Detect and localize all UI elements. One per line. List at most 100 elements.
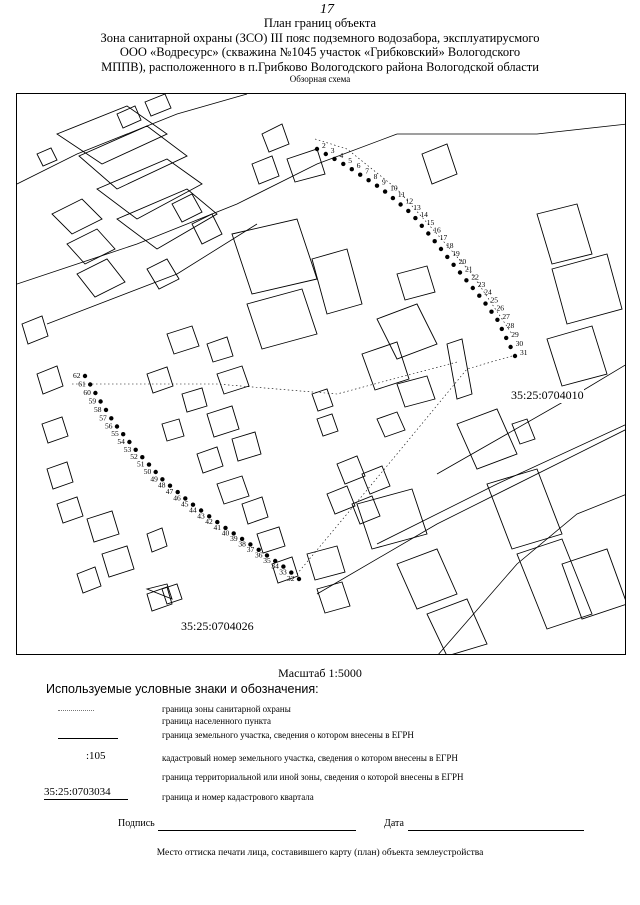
left-point-51 [146, 462, 152, 467]
left-point-37 [256, 547, 261, 552]
quarter-number-symbol: 35:25:0703034 [44, 786, 111, 798]
left-point-45 [190, 502, 196, 507]
right-point-label-3: 3 [331, 146, 335, 155]
left-point-label-37: 37 [247, 545, 255, 554]
right-point-label-20: 20 [459, 257, 467, 266]
right-point-label-9: 9 [382, 178, 386, 187]
left-point-label-50: 50 [144, 467, 152, 476]
left-point-46 [183, 496, 188, 501]
zso-boundary-symbol [58, 710, 94, 711]
right-point-label-4: 4 [340, 151, 344, 160]
zso-envelope [72, 138, 513, 575]
right-point-21 [457, 270, 463, 275]
right-point-label-17: 17 [440, 233, 448, 242]
right-point-25 [483, 301, 488, 306]
left-point-label-57: 57 [99, 413, 107, 422]
right-point-27 [495, 317, 500, 322]
right-point-22 [464, 278, 469, 283]
left-boundary-points: 6261605958575655545352515049484746454443… [73, 371, 302, 583]
parcel-boundary-symbol [58, 738, 118, 739]
left-point-label-55: 55 [111, 429, 119, 438]
left-point-label-46: 46 [173, 493, 181, 502]
right-point-24 [477, 293, 482, 298]
right-point-14 [413, 215, 418, 221]
left-point-48 [167, 483, 173, 488]
left-point-32 [296, 576, 302, 582]
right-point-29 [504, 335, 509, 341]
left-point-58 [103, 407, 109, 413]
left-point-label-36: 36 [255, 550, 263, 559]
object-description-line-2: ООО «Водресурс» (скважина №1045 участок … [119, 45, 521, 59]
right-point-label-18: 18 [446, 241, 454, 250]
object-description-line-1: Зона санитарной охраны (ЗСО) III пояс по… [100, 30, 540, 45]
left-point-41 [223, 525, 228, 531]
document-title: План границ объекта [263, 16, 377, 30]
building-outlines [21, 94, 625, 654]
object-description-line-3: МППВ), расположенного в п.Грибково Волог… [101, 59, 539, 74]
left-point-label-47: 47 [166, 487, 174, 496]
left-point-label-32: 32 [287, 574, 295, 583]
legend-text-parcel: граница земельного участка, сведения о к… [162, 730, 414, 740]
left-point-42 [215, 519, 220, 525]
left-point-40 [231, 531, 236, 536]
left-point-label-42: 42 [205, 517, 213, 526]
right-point-label-13: 13 [413, 203, 421, 212]
left-point-36 [264, 553, 270, 558]
right-point-23 [470, 285, 475, 291]
signature-label: Подпись [118, 818, 155, 829]
right-point-label-2: 2 [322, 141, 326, 150]
stamp-note: Место оттиска печати лица, составившего … [156, 848, 484, 858]
left-point-label-48: 48 [158, 481, 166, 490]
left-point-label-44: 44 [189, 506, 197, 515]
road-lines [17, 94, 625, 654]
date-line [408, 830, 584, 831]
date-label: Дата [384, 818, 404, 829]
page-number: 17 [320, 2, 334, 17]
left-point-43 [207, 514, 212, 519]
right-point-label-12: 12 [406, 197, 414, 206]
left-point-61 [88, 382, 93, 387]
right-point-20 [451, 262, 456, 267]
left-point-label-38: 38 [238, 539, 246, 548]
left-point-label-34: 34 [271, 562, 279, 571]
right-point-label-8: 8 [374, 172, 378, 181]
left-point-38 [248, 542, 253, 547]
quarter-label-south: 35:25:0704026 [181, 619, 254, 634]
right-point-label-28: 28 [507, 321, 515, 330]
right-point-18 [438, 246, 444, 252]
right-boundary-points: 2345678910111213141516171819202122232425… [314, 141, 528, 359]
right-point-label-30: 30 [516, 339, 524, 348]
right-point-28 [499, 326, 504, 332]
legend-text-zso: граница зоны санитарной охраны [162, 704, 291, 714]
right-point-13 [406, 208, 411, 214]
right-point-label-27: 27 [502, 312, 510, 321]
left-point-label-53: 53 [124, 445, 132, 454]
legend-text-quarter: граница и номер кадастрового квартала [162, 792, 314, 802]
left-point-label-40: 40 [222, 528, 230, 537]
right-point-8 [366, 178, 371, 183]
left-point-49 [160, 477, 165, 482]
left-point-35 [273, 558, 278, 564]
left-point-47 [175, 489, 180, 495]
left-point-44 [198, 508, 204, 513]
left-point-label-62: 62 [73, 371, 81, 380]
right-point-5 [341, 161, 346, 167]
right-point-label-14: 14 [420, 210, 428, 219]
left-point-label-35: 35 [263, 556, 271, 565]
right-point-label-5: 5 [348, 156, 352, 165]
cadastral-number-symbol: :105 [86, 750, 106, 762]
right-point-19 [445, 254, 450, 260]
left-point-56 [114, 424, 120, 429]
left-point-57 [109, 416, 114, 421]
right-point-11 [390, 195, 396, 201]
left-point-60 [93, 390, 98, 396]
right-point-12 [398, 202, 403, 207]
left-point-label-59: 59 [89, 397, 97, 406]
left-point-label-56: 56 [105, 422, 113, 431]
left-point-39 [239, 536, 245, 542]
right-point-30 [508, 344, 513, 350]
left-point-53 [133, 447, 138, 452]
right-point-label-16: 16 [433, 226, 441, 235]
left-point-label-49: 49 [150, 474, 158, 483]
